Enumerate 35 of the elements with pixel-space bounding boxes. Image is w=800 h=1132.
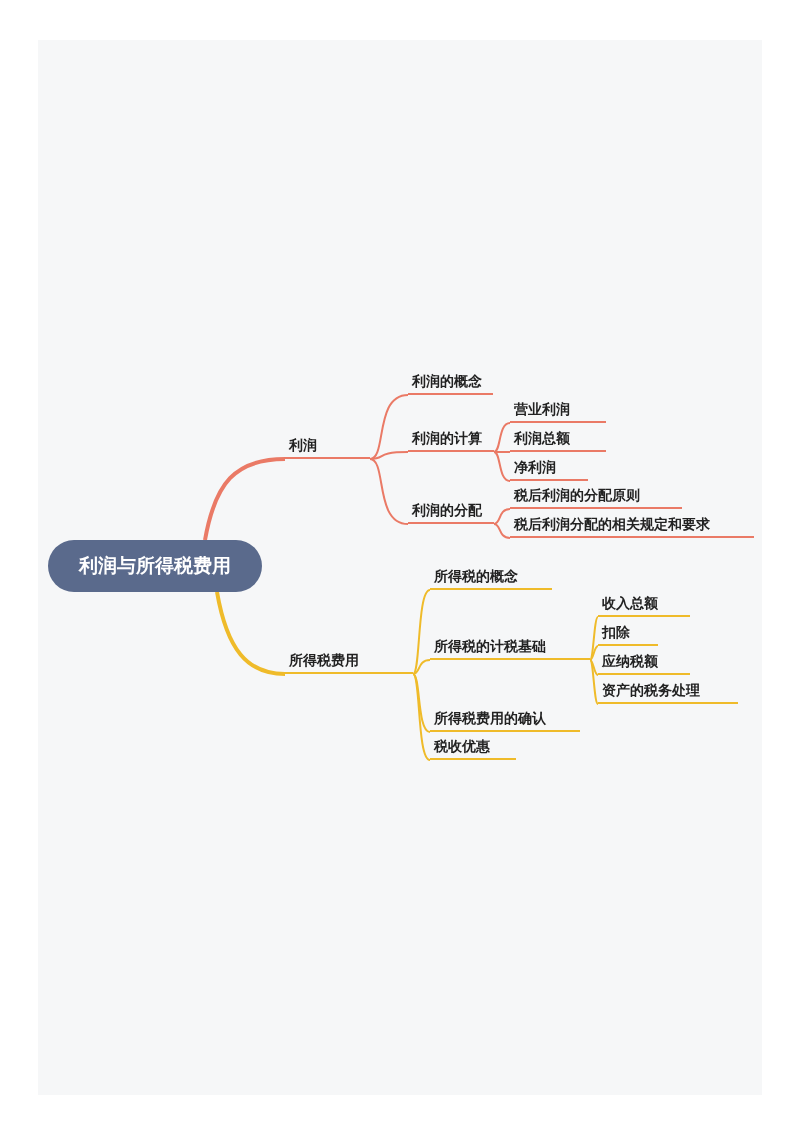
topic-label: 收入总额 [598, 593, 690, 617]
branch-line [493, 422, 511, 453]
topic-label: 税后利润的分配原则 [510, 485, 682, 509]
branch-line [369, 394, 409, 460]
branch-line [493, 451, 511, 482]
topic-label: 净利润 [510, 457, 588, 481]
topic-label: 利润总额 [510, 428, 606, 452]
branch-line [589, 659, 599, 676]
central-topic: 利润与所得税费用 [48, 540, 262, 592]
branch-line [215, 591, 286, 676]
branch-line [493, 451, 511, 453]
branch-line [412, 673, 431, 761]
topic-label: 所得税费用 [285, 650, 413, 674]
topic-label: 所得税费用的确认 [430, 708, 580, 732]
topic-label: 利润的计算 [408, 428, 494, 452]
branch-line [589, 659, 599, 705]
topic-label: 资产的税务处理 [598, 680, 738, 704]
topic-label: 应纳税额 [598, 651, 690, 675]
branch-line [412, 589, 431, 675]
topic-label: 扣除 [598, 622, 658, 646]
topic-label: 利润 [285, 435, 370, 459]
topic-label: 利润的分配 [408, 500, 494, 524]
branch-line [493, 508, 511, 525]
topic-label: 利润的概念 [408, 371, 493, 395]
branch-line [412, 659, 431, 675]
topic-label: 营业利润 [510, 399, 606, 423]
topic-label: 税后利润分配的相关规定和要求 [510, 514, 754, 538]
topic-label: 所得税的概念 [430, 566, 552, 590]
branch-line [203, 457, 286, 541]
branch-line [589, 616, 599, 661]
topic-label: 税收优惠 [430, 736, 516, 760]
topic-label: 所得税的计税基础 [430, 636, 590, 660]
branch-line [589, 645, 599, 661]
branch-line [493, 523, 511, 539]
branch-line [369, 458, 409, 525]
